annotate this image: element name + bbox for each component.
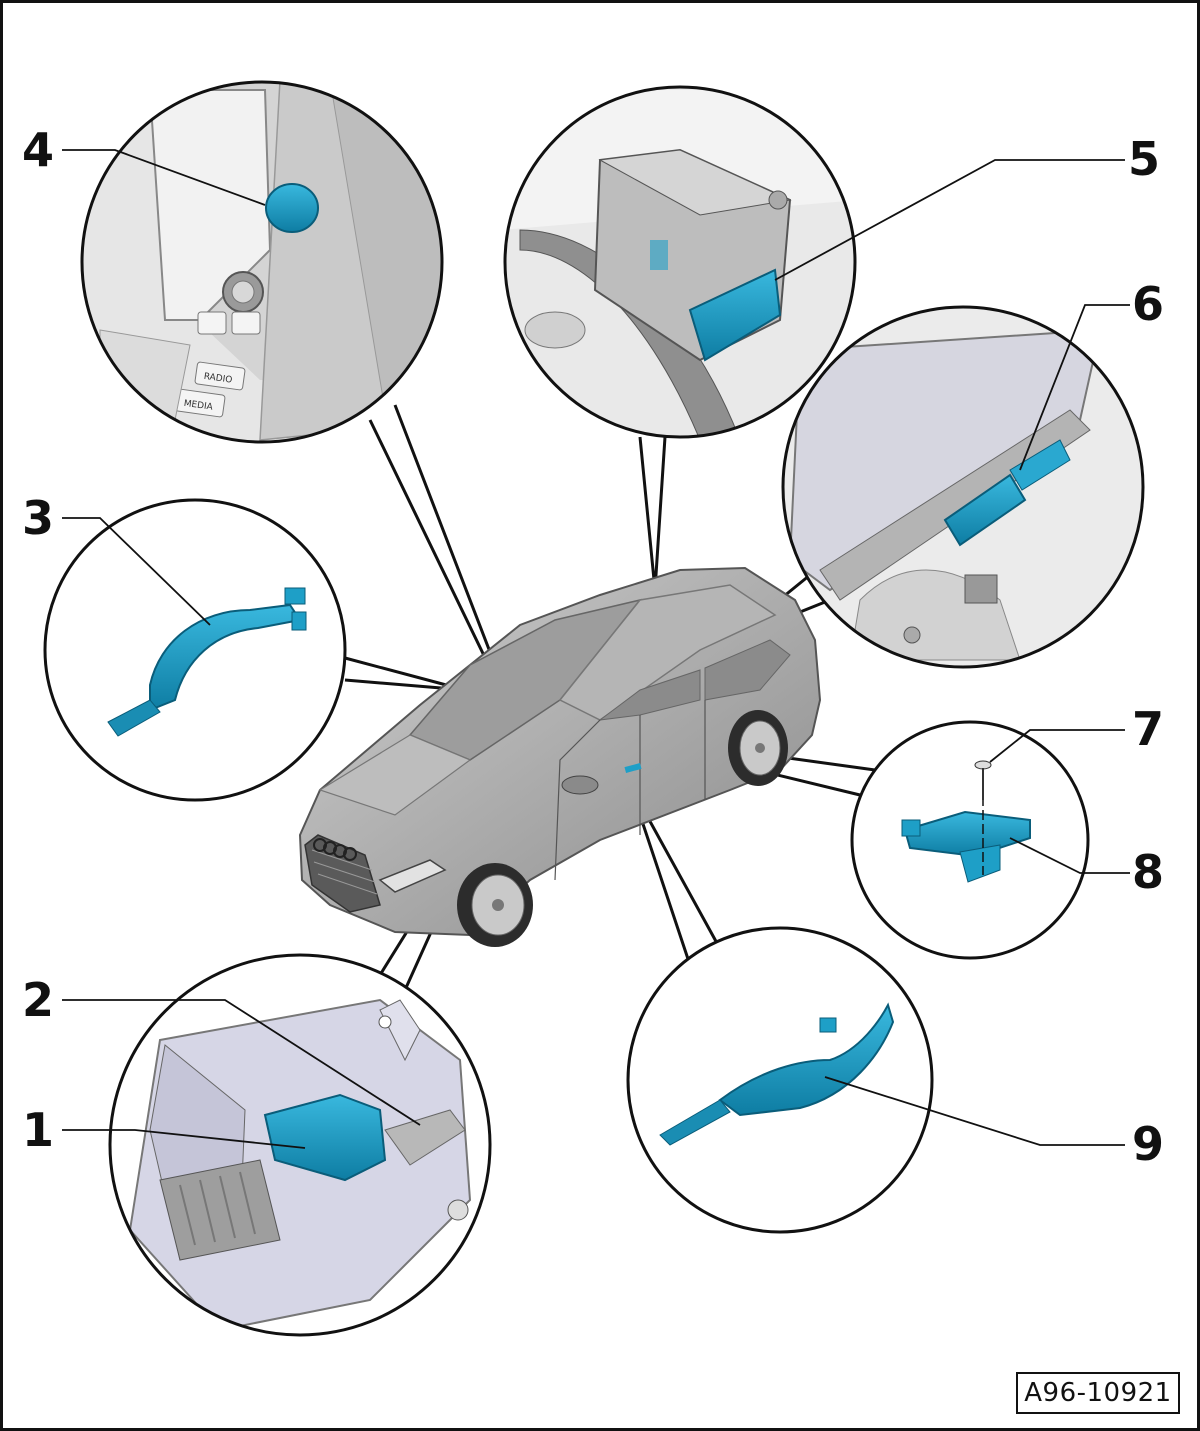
door-handle-icon-rear [659,1002,895,1146]
door-handle-icon [107,587,307,737]
detail-front-door-handle [43,498,347,802]
car-illustration [298,566,822,947]
callout-8: 8 [1132,845,1164,899]
antenna-bracket-icon [901,760,1031,883]
callout-5: 5 [1128,132,1160,186]
detail-rear-trunk [781,305,1145,669]
callout-9: 9 [1132,1117,1164,1171]
callout-2: 2 [22,973,54,1027]
callout-6: 6 [1132,277,1164,331]
callout-7: 7 [1132,702,1164,756]
callout-leaders [62,149,1130,1149]
rear-wheel [728,710,788,786]
front-wheel [457,863,533,947]
dashboard-button-radio: RADIO [203,372,233,386]
push-button-icon [265,183,319,233]
lock-unit-icon [263,1093,387,1182]
callout-1: 1 [22,1103,54,1157]
detail-center-console: RADIO MEDIA [80,80,444,444]
detail-roof-module [503,85,857,439]
detail-interior-antenna [850,720,1090,960]
detail-rear-door-handle [626,926,934,1234]
control-unit-icon [650,240,668,270]
figure-reference-code: A96-10921 [1016,1372,1180,1414]
callout-3: 3 [22,491,54,545]
detail-steering-lock [108,953,492,1337]
callout-4: 4 [22,123,54,177]
antenna-module-icon [1009,439,1071,491]
dashboard-button-media: MEDIA [183,399,214,413]
